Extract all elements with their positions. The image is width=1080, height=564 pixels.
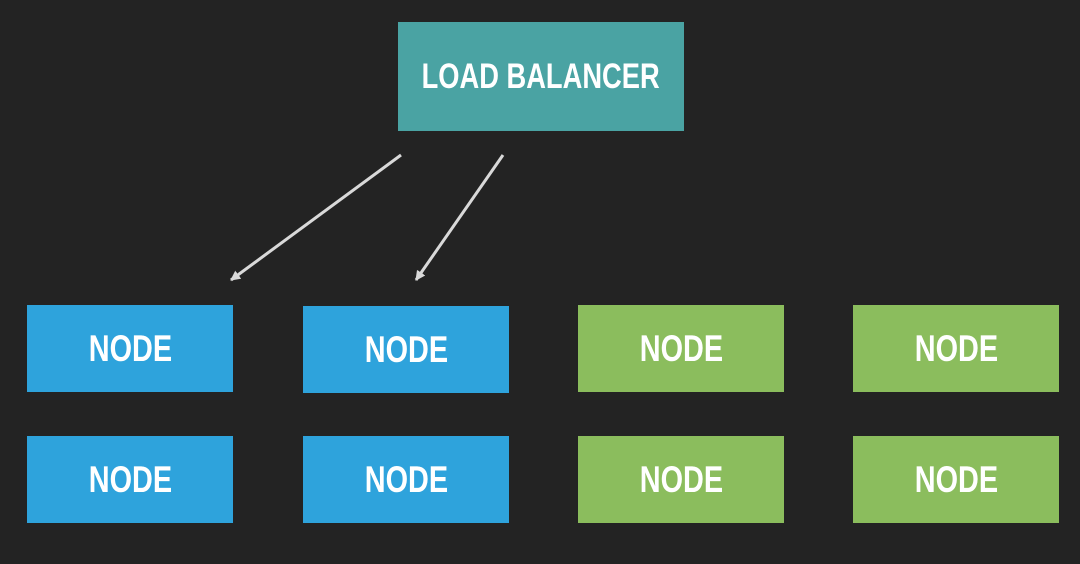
node-box: NODE bbox=[578, 305, 784, 392]
node-label: NODE bbox=[914, 327, 998, 369]
node-box: NODE bbox=[303, 306, 509, 393]
node-label: NODE bbox=[364, 458, 448, 500]
node-box: NODE bbox=[578, 436, 784, 523]
arrow-lb-to-node-1 bbox=[230, 153, 402, 282]
node-label: NODE bbox=[364, 328, 448, 370]
load-balancer-box: LOAD BALANCER bbox=[398, 22, 684, 131]
node-box: NODE bbox=[853, 436, 1059, 523]
node-label: NODE bbox=[639, 327, 723, 369]
node-label: NODE bbox=[88, 327, 172, 369]
node-label: NODE bbox=[88, 458, 172, 500]
node-box: NODE bbox=[27, 305, 233, 392]
node-box: NODE bbox=[853, 305, 1059, 392]
node-box: NODE bbox=[303, 436, 509, 523]
arrow-lb-to-node-2 bbox=[414, 154, 505, 281]
node-label: NODE bbox=[639, 458, 723, 500]
node-box: NODE bbox=[27, 436, 233, 523]
load-balancer-label: LOAD BALANCER bbox=[421, 56, 661, 96]
node-label: NODE bbox=[914, 458, 998, 500]
